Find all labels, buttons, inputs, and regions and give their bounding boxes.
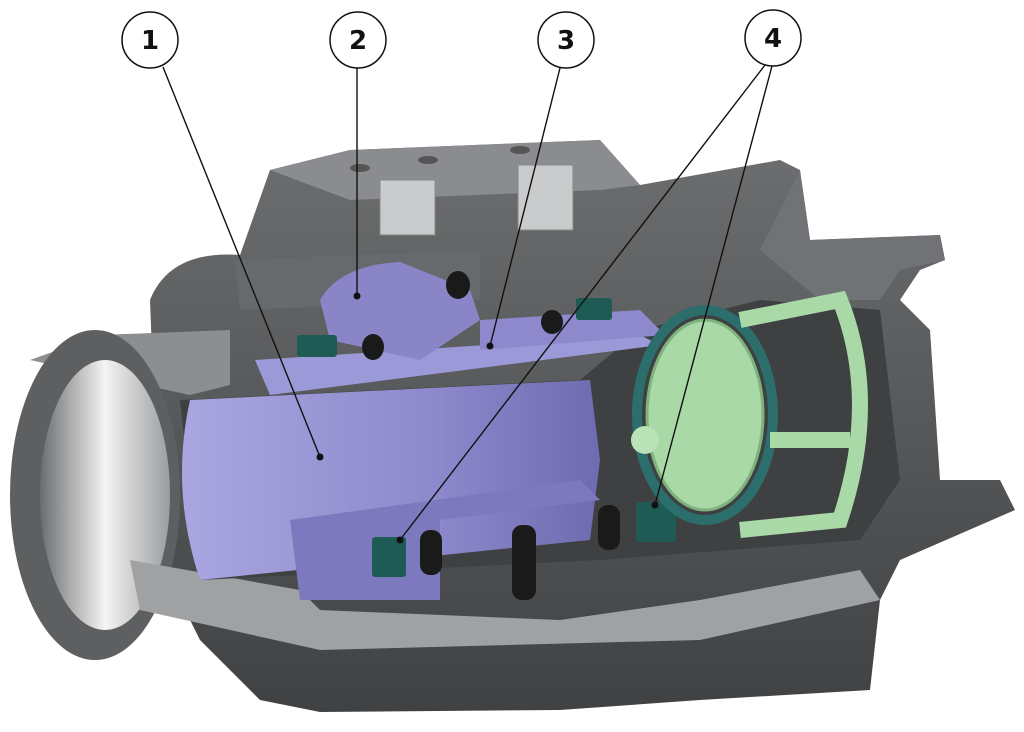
callout-3: 3 xyxy=(537,11,595,69)
sleeve xyxy=(480,310,665,350)
callout-label: 3 xyxy=(557,26,575,56)
callout-2: 2 xyxy=(329,11,387,69)
leader-line-4a xyxy=(399,64,766,541)
callout-4: 4 xyxy=(744,9,802,67)
shaft-collar xyxy=(320,262,480,360)
o-rings xyxy=(362,271,620,600)
callout-1: 1 xyxy=(121,11,179,69)
check-valve xyxy=(631,290,868,538)
leader-line-4b xyxy=(654,65,773,506)
leader-dot-1 xyxy=(316,453,324,461)
callout-label: 4 xyxy=(764,24,782,54)
leader-line-3 xyxy=(489,67,561,347)
rotor xyxy=(182,335,660,600)
leader-lines xyxy=(162,64,773,541)
seals xyxy=(297,298,676,577)
callout-label: 1 xyxy=(141,26,159,56)
leader-line-1 xyxy=(162,66,321,458)
callout-label: 2 xyxy=(349,26,367,56)
port-thread xyxy=(379,164,574,236)
leader-dot-2 xyxy=(353,292,361,300)
leader-dot-4a xyxy=(396,536,404,544)
leader-dot-3 xyxy=(486,342,494,350)
leader-dot-4b xyxy=(651,501,659,509)
